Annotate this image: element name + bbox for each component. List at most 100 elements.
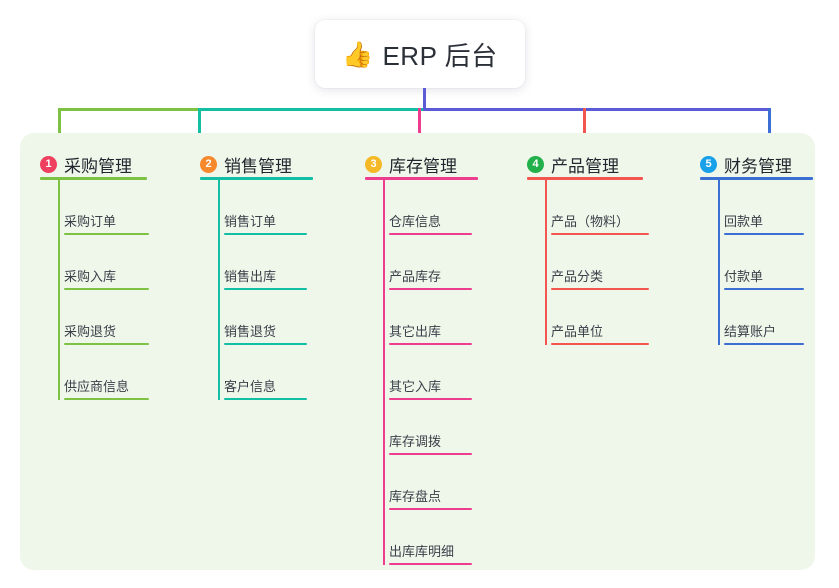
node-item-rule bbox=[224, 398, 307, 400]
node-item-label: 付款单 bbox=[724, 269, 764, 284]
column-header-4[interactable]: 4 产品管理 bbox=[527, 152, 619, 177]
node-item[interactable]: 产品单位 bbox=[551, 317, 649, 345]
node-item[interactable]: 产品库存 bbox=[389, 262, 472, 290]
node-item-rule bbox=[224, 288, 307, 290]
node-item[interactable]: 库存调拨 bbox=[389, 427, 472, 455]
thumbs-up-icon: 👍 bbox=[342, 39, 374, 69]
node-item-label: 采购订单 bbox=[64, 214, 117, 229]
node-item-rule bbox=[724, 233, 804, 235]
node-item[interactable]: 采购退货 bbox=[64, 317, 149, 345]
column-title: 财务管理 bbox=[724, 157, 792, 176]
column-spine bbox=[383, 177, 385, 565]
node-item[interactable]: 结算账户 bbox=[724, 317, 804, 345]
column-index-badge: 3 bbox=[365, 156, 382, 173]
node-item[interactable]: 客户信息 bbox=[224, 372, 307, 400]
node-item-rule bbox=[64, 233, 149, 235]
node-item-rule bbox=[64, 343, 149, 345]
node-item-rule bbox=[389, 288, 472, 290]
node-item-label: 供应商信息 bbox=[64, 379, 130, 394]
node-item-rule bbox=[389, 508, 472, 510]
node-item-label: 其它出库 bbox=[389, 324, 442, 339]
node-item[interactable]: 出库库明细 bbox=[389, 537, 472, 565]
node-item-label: 库存调拨 bbox=[389, 434, 442, 449]
node-item[interactable]: 采购入库 bbox=[64, 262, 149, 290]
node-item[interactable]: 销售出库 bbox=[224, 262, 307, 290]
node-item-rule bbox=[551, 233, 649, 235]
column-spine bbox=[545, 177, 547, 345]
node-item-rule bbox=[389, 233, 472, 235]
node-item-label: 仓库信息 bbox=[389, 214, 442, 229]
column-header-rule bbox=[527, 177, 643, 180]
column-header-rule bbox=[200, 177, 313, 180]
node-item-rule bbox=[724, 343, 804, 345]
node-item[interactable]: 产品分类 bbox=[551, 262, 649, 290]
column-header-5[interactable]: 5 财务管理 bbox=[700, 152, 792, 177]
column-title: 库存管理 bbox=[389, 157, 457, 176]
root-stem-line bbox=[423, 88, 426, 110]
trunk-drop-3 bbox=[418, 108, 421, 144]
node-item-label: 其它入库 bbox=[389, 379, 442, 394]
node-item-label: 客户信息 bbox=[224, 379, 277, 394]
node-item[interactable]: 仓库信息 bbox=[389, 207, 472, 235]
column-header-rule bbox=[40, 177, 147, 180]
node-item-label: 采购退货 bbox=[64, 324, 117, 339]
column-header-rule bbox=[700, 177, 813, 180]
node-item-rule bbox=[224, 343, 307, 345]
node-item-label: 出库库明细 bbox=[389, 544, 455, 559]
page-title: ERP 后台 bbox=[382, 40, 498, 71]
node-item[interactable]: 其它出库 bbox=[389, 317, 472, 345]
column-index-badge: 1 bbox=[40, 156, 57, 173]
node-item[interactable]: 销售订单 bbox=[224, 207, 307, 235]
node-item-label: 产品分类 bbox=[551, 269, 604, 284]
column-header-3[interactable]: 3 库存管理 bbox=[365, 152, 457, 177]
node-item-rule bbox=[551, 343, 649, 345]
column-title: 采购管理 bbox=[64, 157, 132, 176]
node-item-label: 采购入库 bbox=[64, 269, 117, 284]
column-spine bbox=[218, 177, 220, 400]
node-item-rule bbox=[64, 288, 149, 290]
column-title: 产品管理 bbox=[551, 157, 619, 176]
node-item-label: 销售退货 bbox=[224, 324, 277, 339]
trunk-segment-green bbox=[58, 108, 200, 111]
node-item-rule bbox=[389, 563, 472, 565]
trunk-segment-indigo bbox=[423, 108, 771, 111]
node-item[interactable]: 采购订单 bbox=[64, 207, 149, 235]
root-node-card[interactable]: 👍 ERP 后台 bbox=[315, 20, 525, 88]
node-item[interactable]: 产品（物料） bbox=[551, 207, 649, 235]
column-index-badge: 4 bbox=[527, 156, 544, 173]
trunk-drop-1 bbox=[58, 108, 61, 144]
node-item[interactable]: 供应商信息 bbox=[64, 372, 149, 400]
trunk-drop-4 bbox=[583, 108, 586, 144]
node-item-label: 回款单 bbox=[724, 214, 764, 229]
column-title: 销售管理 bbox=[224, 157, 292, 176]
trunk-drop-5 bbox=[768, 108, 771, 144]
node-item-rule bbox=[224, 233, 307, 235]
node-item[interactable]: 付款单 bbox=[724, 262, 804, 290]
column-header-1[interactable]: 1 采购管理 bbox=[40, 152, 132, 177]
node-item-rule bbox=[64, 398, 149, 400]
node-item-label: 库存盘点 bbox=[389, 489, 442, 504]
column-index-badge: 2 bbox=[200, 156, 217, 173]
node-item[interactable]: 销售退货 bbox=[224, 317, 307, 345]
node-item-label: 销售订单 bbox=[224, 214, 277, 229]
trunk-segment-teal bbox=[198, 108, 425, 111]
node-item[interactable]: 其它入库 bbox=[389, 372, 472, 400]
content-panel bbox=[20, 133, 815, 570]
column-header-2[interactable]: 2 销售管理 bbox=[200, 152, 292, 177]
column-spine bbox=[58, 177, 60, 400]
node-item[interactable]: 库存盘点 bbox=[389, 482, 472, 510]
node-item-rule bbox=[551, 288, 649, 290]
column-header-rule bbox=[365, 177, 478, 180]
node-item-rule bbox=[389, 343, 472, 345]
column-spine bbox=[718, 177, 720, 345]
node-item-rule bbox=[389, 398, 472, 400]
column-index-badge: 5 bbox=[700, 156, 717, 173]
node-item-label: 产品库存 bbox=[389, 269, 442, 284]
node-item-label: 结算账户 bbox=[724, 324, 777, 339]
node-item-label: 销售出库 bbox=[224, 269, 277, 284]
node-item-label: 产品单位 bbox=[551, 324, 604, 339]
root-node-content: 👍 ERP 后台 bbox=[342, 36, 497, 73]
node-item-rule bbox=[724, 288, 804, 290]
node-item[interactable]: 回款单 bbox=[724, 207, 804, 235]
